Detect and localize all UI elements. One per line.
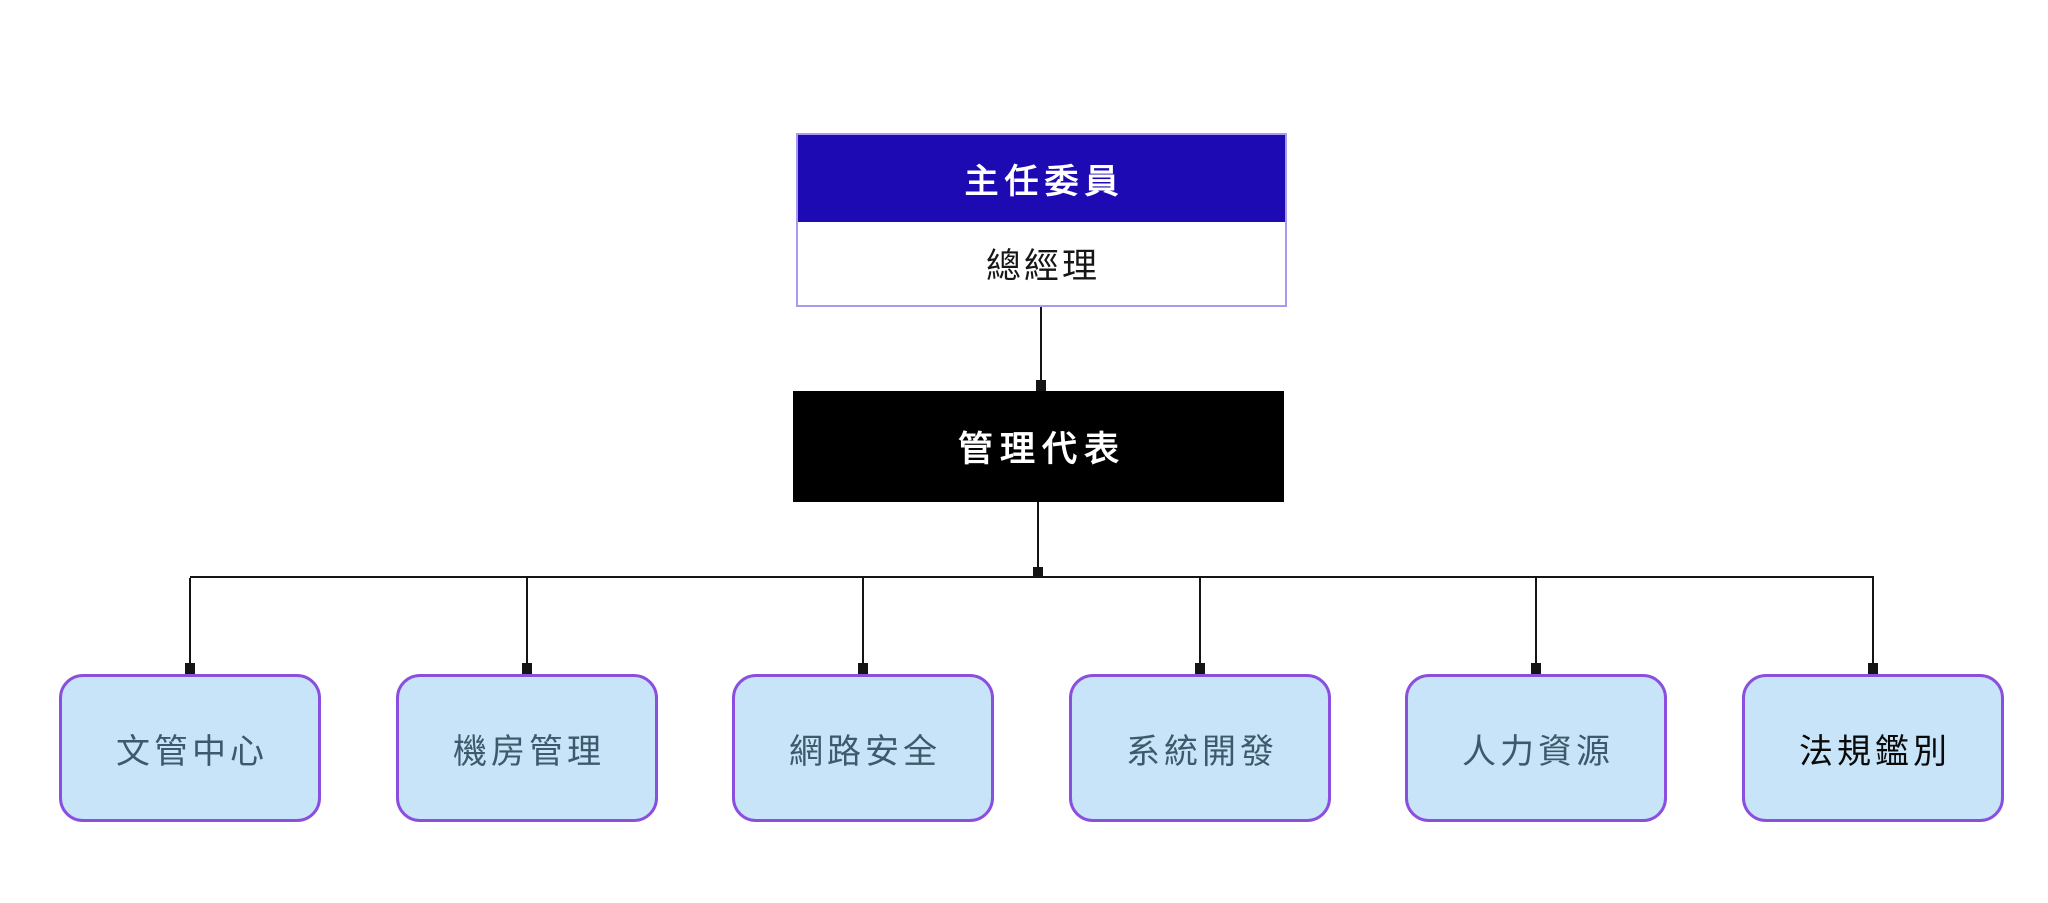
- management-rep-label: 管理代表: [957, 430, 1126, 469]
- connector-arrow-marker: [1033, 567, 1043, 578]
- connector-drop: [526, 578, 528, 666]
- dept-label: 文管中心: [116, 732, 268, 771]
- node-dept-human-resources[interactable]: 人力資源: [1405, 674, 1667, 822]
- dept-label: 系統開發: [1126, 732, 1278, 771]
- connector-drop: [189, 578, 191, 666]
- connector-drop: [1535, 578, 1537, 666]
- node-dept-server-room[interactable]: 機房管理: [396, 674, 658, 822]
- connector-arrow-marker: [522, 663, 532, 674]
- node-dept-network-security[interactable]: 網路安全: [732, 674, 994, 822]
- node-dept-document-control[interactable]: 文管中心: [59, 674, 321, 822]
- connector-arrow-marker: [185, 663, 195, 674]
- connector-arrow-marker: [858, 663, 868, 674]
- connector-arrow-marker: [1036, 380, 1046, 391]
- node-root[interactable]: 主任委員 總經理: [796, 133, 1287, 307]
- connector-drop: [862, 578, 864, 666]
- dept-label: 法規鑑別: [1799, 732, 1951, 771]
- connector-manager-to-rail: [1037, 502, 1039, 572]
- connector-arrow-marker: [1531, 663, 1541, 674]
- node-dept-regulation-identification[interactable]: 法規鑑別: [1742, 674, 2004, 822]
- node-root-body: 總經理: [798, 222, 1285, 305]
- node-management-rep[interactable]: 管理代表: [793, 391, 1284, 502]
- connector-drop: [1199, 578, 1201, 666]
- connector-horizontal-rail: [190, 576, 1874, 578]
- node-root-header: 主任委員: [798, 135, 1285, 222]
- node-dept-system-development[interactable]: 系統開發: [1069, 674, 1331, 822]
- connector-arrow-marker: [1868, 663, 1878, 674]
- dept-label: 網路安全: [789, 732, 941, 771]
- connector-drop: [1872, 578, 1874, 666]
- root-body-label: 總經理: [985, 247, 1100, 286]
- dept-label: 人力資源: [1462, 732, 1614, 771]
- connector-arrow-marker: [1195, 663, 1205, 674]
- dept-label: 機房管理: [453, 732, 605, 771]
- connector-root-to-manager: [1040, 307, 1042, 383]
- root-header-label: 主任委員: [964, 163, 1125, 201]
